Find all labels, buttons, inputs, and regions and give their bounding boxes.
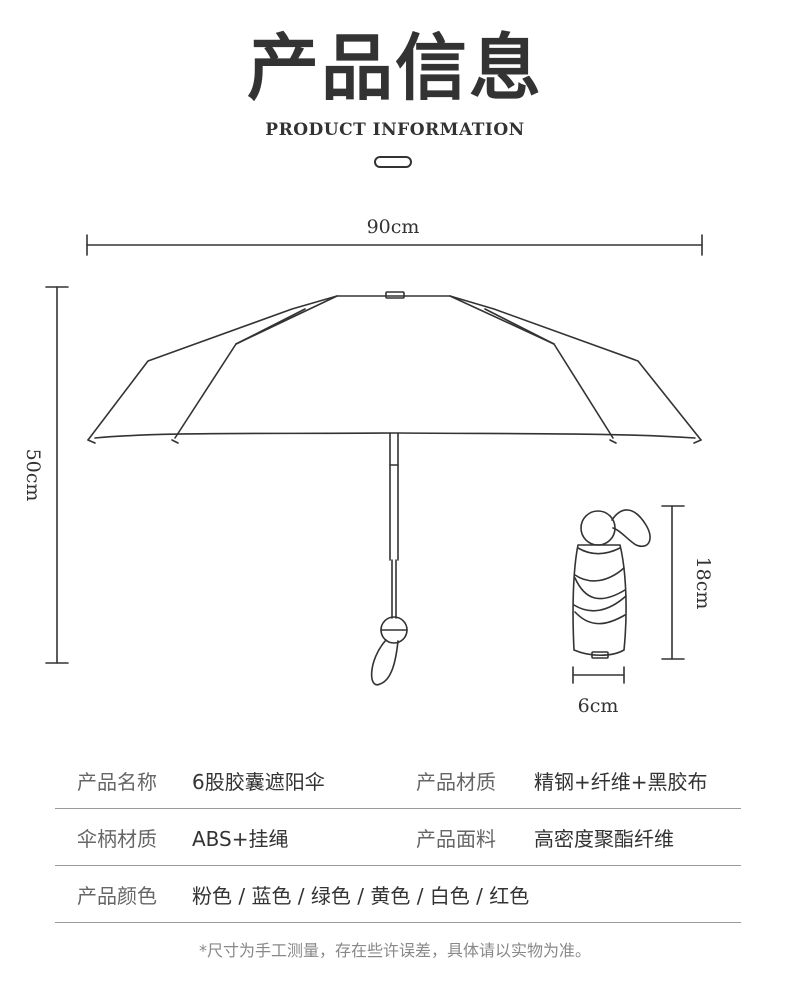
open-width-label: 90cm — [367, 216, 420, 238]
spec-label-handle-material: 伞柄材质 — [77, 827, 157, 851]
height-dimension-line — [45, 286, 69, 664]
spec-label-fabric: 产品面料 — [416, 827, 496, 851]
spec-label-colors: 产品颜色 — [77, 884, 157, 908]
spec-value-colors: 粉色 / 蓝色 / 绿色 / 黄色 / 白色 / 红色 — [192, 884, 530, 908]
spec-value-fabric: 高密度聚酯纤维 — [534, 827, 674, 851]
spec-row: 产品名称 6股胶囊遮阳伞 产品材质 精钢+纤维+黑胶布 — [55, 752, 741, 809]
decorative-pill — [374, 156, 412, 168]
spec-value-handle-material: ABS+挂绳 — [192, 827, 289, 851]
measurement-footnote: *尺寸为手工测量，存在些许误差，具体请以实物为准。 — [198, 941, 591, 960]
folded-height-label: 18cm — [692, 557, 714, 610]
folded-umbrella-icon — [572, 509, 651, 659]
umbrella-diagram: 90cm 50cm 18cm 6cm — [22, 216, 714, 717]
spec-table: 产品名称 6股胶囊遮阳伞 产品材质 精钢+纤维+黑胶布 伞柄材质 ABS+挂绳 … — [55, 752, 741, 923]
folded-width-dimension-line — [572, 666, 625, 684]
open-umbrella-icon — [87, 291, 702, 686]
spec-row: 伞柄材质 ABS+挂绳 产品面料 高密度聚酯纤维 — [55, 809, 741, 866]
folded-height-dimension-line — [661, 505, 685, 660]
page-subtitle: PRODUCT INFORMATION — [265, 120, 525, 140]
open-height-label: 50cm — [22, 449, 44, 502]
spec-row: 产品颜色 粉色 / 蓝色 / 绿色 / 黄色 / 白色 / 红色 — [55, 866, 741, 923]
spec-value-material: 精钢+纤维+黑胶布 — [534, 770, 708, 794]
page-title: 产品信息 — [246, 25, 543, 110]
spec-value-product-name: 6股胶囊遮阳伞 — [192, 770, 325, 794]
spec-label-product-name: 产品名称 — [77, 770, 157, 794]
folded-width-label: 6cm — [578, 695, 619, 717]
spec-label-material: 产品材质 — [416, 770, 496, 794]
width-dimension-line — [86, 234, 703, 256]
